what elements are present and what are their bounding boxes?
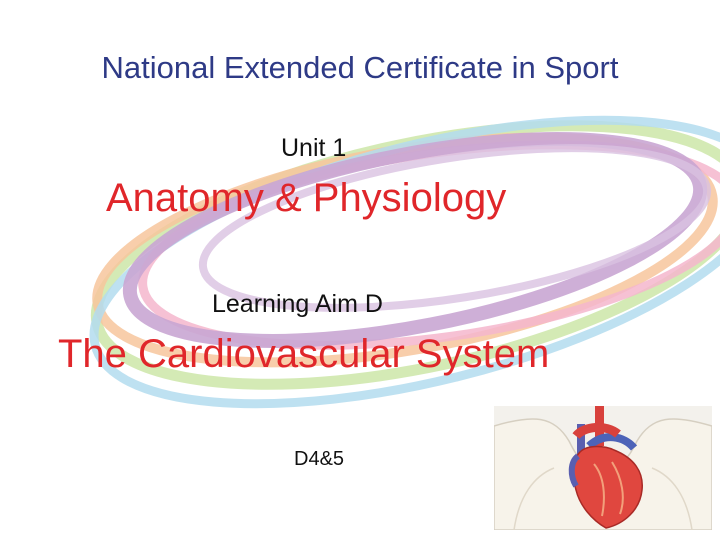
chest-outline xyxy=(513,467,693,530)
unit-topic: Anatomy & Physiology xyxy=(106,176,507,220)
swirl-ring-blue xyxy=(89,115,720,409)
swirl-ring-purple xyxy=(122,132,708,348)
system-heading: The Cardiovascular System xyxy=(58,332,550,376)
criteria-code: D4&5 xyxy=(294,448,345,470)
learning-aim-label: Learning Aim D xyxy=(212,290,383,318)
swirl-ring-lavender xyxy=(198,144,712,312)
unit-label: Unit 1 xyxy=(281,134,347,162)
pulmonary-artery xyxy=(586,433,638,451)
right-atrium xyxy=(568,453,581,488)
aortic-arch xyxy=(572,423,621,440)
slide-title: National Extended Certificate in Sport xyxy=(101,50,619,85)
coronary-vessels xyxy=(593,461,624,517)
heart-anatomy-image xyxy=(494,406,712,530)
